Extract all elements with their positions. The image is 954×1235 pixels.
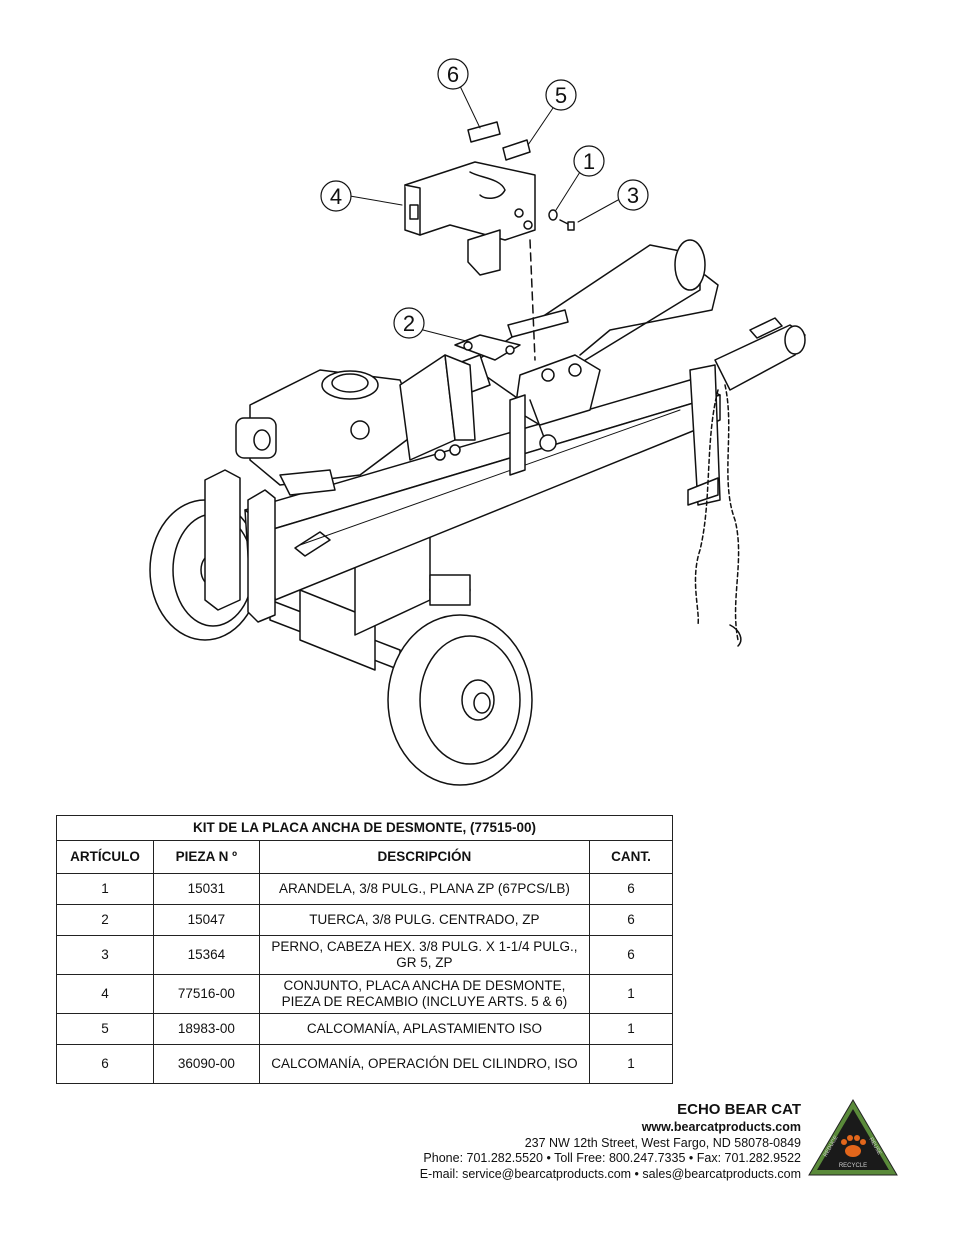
cell-desc: ARANDELA, 3/8 PULG., PLANA ZP (67PCS/LB) bbox=[258, 873, 591, 905]
table-title-row: KIT DE LA PLACA ANCHA DE DESMONTE, (7751… bbox=[56, 815, 673, 841]
washer bbox=[548, 209, 558, 221]
cell-qty: 1 bbox=[589, 1044, 673, 1084]
header-description: DESCRIPCIÓN bbox=[258, 840, 591, 874]
table-header-row: ARTÍCULO PIEZA N º DESCRIPCIÓN CANT. bbox=[56, 840, 673, 874]
splitting-wedge bbox=[399, 354, 476, 461]
header-item: ARTÍCULO bbox=[56, 840, 154, 874]
callout-1: 1 bbox=[573, 145, 605, 177]
hitch-tongue bbox=[687, 317, 806, 506]
svg-text:5: 5 bbox=[555, 83, 567, 108]
assembly-guide-line bbox=[529, 239, 536, 361]
address: 237 NW 12th Street, West Fargo, ND 58078… bbox=[524, 1135, 801, 1150]
front-wheel bbox=[387, 614, 533, 786]
header-quantity: CANT. bbox=[589, 840, 673, 874]
callout-4: 4 bbox=[320, 180, 352, 212]
table-row: 1 15031 ARANDELA, 3/8 PULG., PLANA ZP (6… bbox=[56, 873, 673, 905]
mount-bracket bbox=[454, 309, 569, 361]
plate-lower-tab bbox=[467, 229, 501, 276]
cell-qty: 6 bbox=[589, 873, 673, 905]
svg-text:1: 1 bbox=[583, 149, 595, 174]
header-part-number: PIEZA N º bbox=[152, 840, 260, 874]
cell-item: 1 bbox=[56, 873, 154, 905]
callout-2: 2 bbox=[393, 307, 425, 339]
svg-text:6: 6 bbox=[447, 62, 459, 87]
svg-text:2: 2 bbox=[403, 311, 415, 336]
recycle-logo: REDUCE REUSE RECYCLE bbox=[808, 1099, 898, 1176]
company-name: ECHO BEAR CAT bbox=[677, 1101, 801, 1118]
callout-5: 5 bbox=[545, 79, 577, 111]
cell-item: 5 bbox=[56, 1013, 154, 1045]
website-link[interactable]: www.bearcatproducts.com bbox=[641, 1120, 801, 1134]
paw-icon bbox=[841, 1135, 866, 1157]
callout-3: 3 bbox=[617, 179, 649, 211]
hex-bolt bbox=[559, 219, 575, 231]
cell-part: 15047 bbox=[152, 904, 260, 936]
table-row: 5 18983-00 CALCOMANÍA, APLASTAMIENTO ISO… bbox=[56, 1013, 673, 1045]
email-addresses: E-mail: service@bearcatproducts.com • sa… bbox=[419, 1166, 801, 1181]
table-row: 4 77516-00 CONJUNTO, PLACA ANCHA DE DESM… bbox=[56, 974, 673, 1014]
cell-item: 2 bbox=[56, 904, 154, 936]
cell-qty: 6 bbox=[589, 904, 673, 936]
control-valve bbox=[509, 354, 601, 476]
cell-part: 15031 bbox=[152, 873, 260, 905]
cell-qty: 1 bbox=[589, 974, 673, 1014]
cell-desc: CONJUNTO, PLACA ANCHA DE DESMONTE, PIEZA… bbox=[258, 974, 591, 1014]
safety-chain bbox=[694, 384, 742, 647]
company-contact-block: ECHO BEAR CAT www.bearcatproducts.com 23… bbox=[420, 1100, 801, 1182]
cell-item: 4 bbox=[56, 974, 154, 1014]
cell-qty: 6 bbox=[589, 935, 673, 975]
table-row: 3 15364 PERNO, CABEZA HEX. 3/8 PULG. X 1… bbox=[56, 935, 673, 975]
cell-item: 3 bbox=[56, 935, 154, 975]
table-row: 6 36090-00 CALCOMANÍA, OPERACIÓN DEL CIL… bbox=[56, 1044, 673, 1084]
cell-desc: CALCOMANÍA, OPERACIÓN DEL CILINDRO, ISO bbox=[258, 1044, 591, 1084]
engine bbox=[235, 369, 421, 496]
table-title: KIT DE LA PLACA ANCHA DE DESMONTE, (7751… bbox=[56, 815, 673, 841]
table-row: 2 15047 TUERCA, 3/8 PULG. CENTRADO, ZP 6 bbox=[56, 904, 673, 936]
phone-numbers: Phone: 701.282.5520 • Toll Free: 800.247… bbox=[423, 1151, 801, 1165]
svg-text:4: 4 bbox=[330, 184, 342, 209]
cell-desc: CALCOMANÍA, APLASTAMIENTO ISO bbox=[258, 1013, 591, 1045]
cell-part: 77516-00 bbox=[152, 974, 260, 1014]
cell-part: 36090-00 bbox=[152, 1044, 260, 1084]
decal-crush-iso bbox=[502, 139, 531, 161]
decal-cylinder-operation bbox=[467, 121, 501, 143]
hydraulic-tank bbox=[429, 574, 471, 606]
cell-part: 18983-00 bbox=[152, 1013, 260, 1045]
cell-desc: TUERCA, 3/8 PULG. CENTRADO, ZP bbox=[258, 904, 591, 936]
end-plate bbox=[204, 469, 276, 623]
svg-text:3: 3 bbox=[627, 183, 639, 208]
wide-strip-plate bbox=[404, 161, 536, 241]
leader-lines bbox=[349, 85, 619, 343]
callout-6: 6 bbox=[437, 58, 469, 90]
cell-part: 15364 bbox=[152, 935, 260, 975]
exploded-parts-diagram: 6 5 1 3 4 2 bbox=[149, 58, 806, 786]
parts-table: KIT DE LA PLACA ANCHA DE DESMONTE, (7751… bbox=[56, 815, 673, 1084]
cell-qty: 1 bbox=[589, 1013, 673, 1045]
cell-item: 6 bbox=[56, 1044, 154, 1084]
logo-word-recycle: RECYCLE bbox=[839, 1163, 867, 1169]
cell-desc: PERNO, CABEZA HEX. 3/8 PULG. X 1-1/4 PUL… bbox=[258, 935, 591, 975]
